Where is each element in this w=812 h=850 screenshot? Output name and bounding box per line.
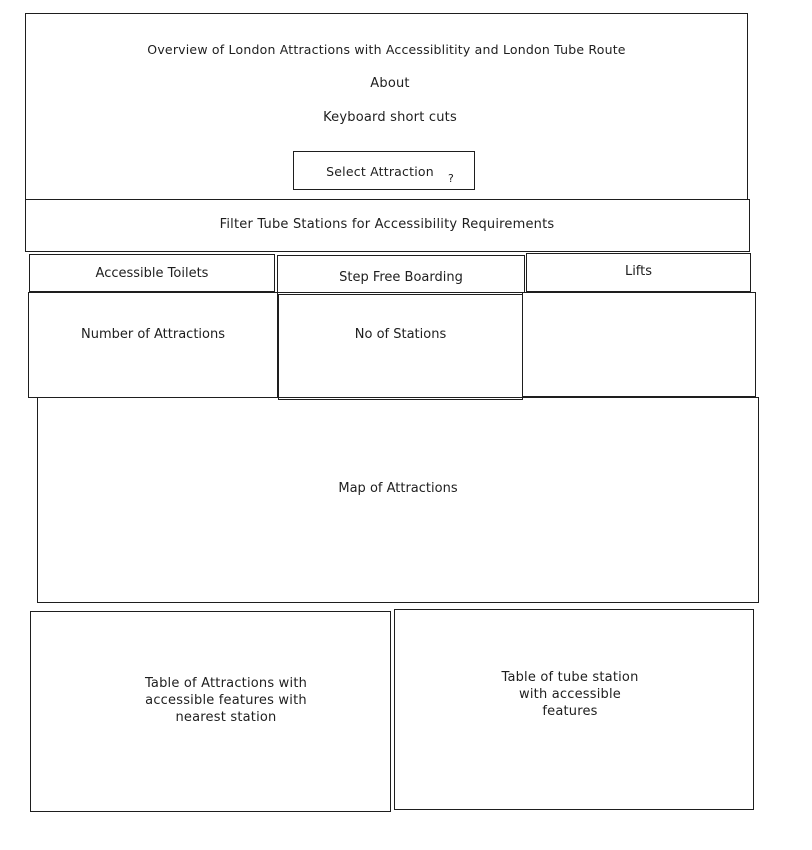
filter-lifts[interactable]: Lifts (526, 253, 751, 292)
select-attraction-button[interactable]: Select Attraction ? (293, 151, 475, 190)
attractions-table-label: Table of Attractions with accessible fea… (144, 676, 308, 725)
stations-table-label: Table of tube station with accessible fe… (501, 670, 639, 719)
filter-accessible-toilets-label: Accessible Toilets (95, 266, 209, 281)
help-icon[interactable]: ? (448, 172, 454, 185)
filter-step-free-boarding-label: Step Free Boarding (339, 270, 463, 285)
filter-bar-label: Filter Tube Stations for Accessibility R… (219, 217, 555, 232)
attractions-map-label: Map of Attractions (338, 481, 458, 496)
attractions-map[interactable]: Map of Attractions (37, 397, 759, 603)
select-attraction-label: Select Attraction (326, 164, 434, 179)
keyboard-shortcuts-link[interactable]: Keyboard short cuts (323, 110, 457, 125)
filter-accessible-toilets[interactable]: Accessible Toilets (29, 254, 275, 292)
kpi-number-of-attractions-label: Number of Attractions (80, 327, 225, 342)
kpi-no-of-stations-label: No of Stations (354, 327, 447, 342)
stations-table[interactable]: Table of tube station with accessible fe… (394, 609, 754, 810)
kpi-number-of-attractions: Number of Attractions (28, 292, 278, 398)
attractions-table[interactable]: Table of Attractions with accessible fea… (30, 611, 391, 812)
filter-bar: Filter Tube Stations for Accessibility R… (25, 199, 750, 252)
kpi-empty-card (522, 292, 756, 397)
kpi-no-of-stations: No of Stations (278, 294, 523, 400)
filter-step-free-boarding[interactable]: Step Free Boarding (277, 255, 525, 293)
about-link[interactable]: About (370, 76, 410, 91)
filter-lifts-label: Lifts (624, 264, 653, 279)
page-title: Overview of London Attractions with Acce… (147, 42, 626, 57)
